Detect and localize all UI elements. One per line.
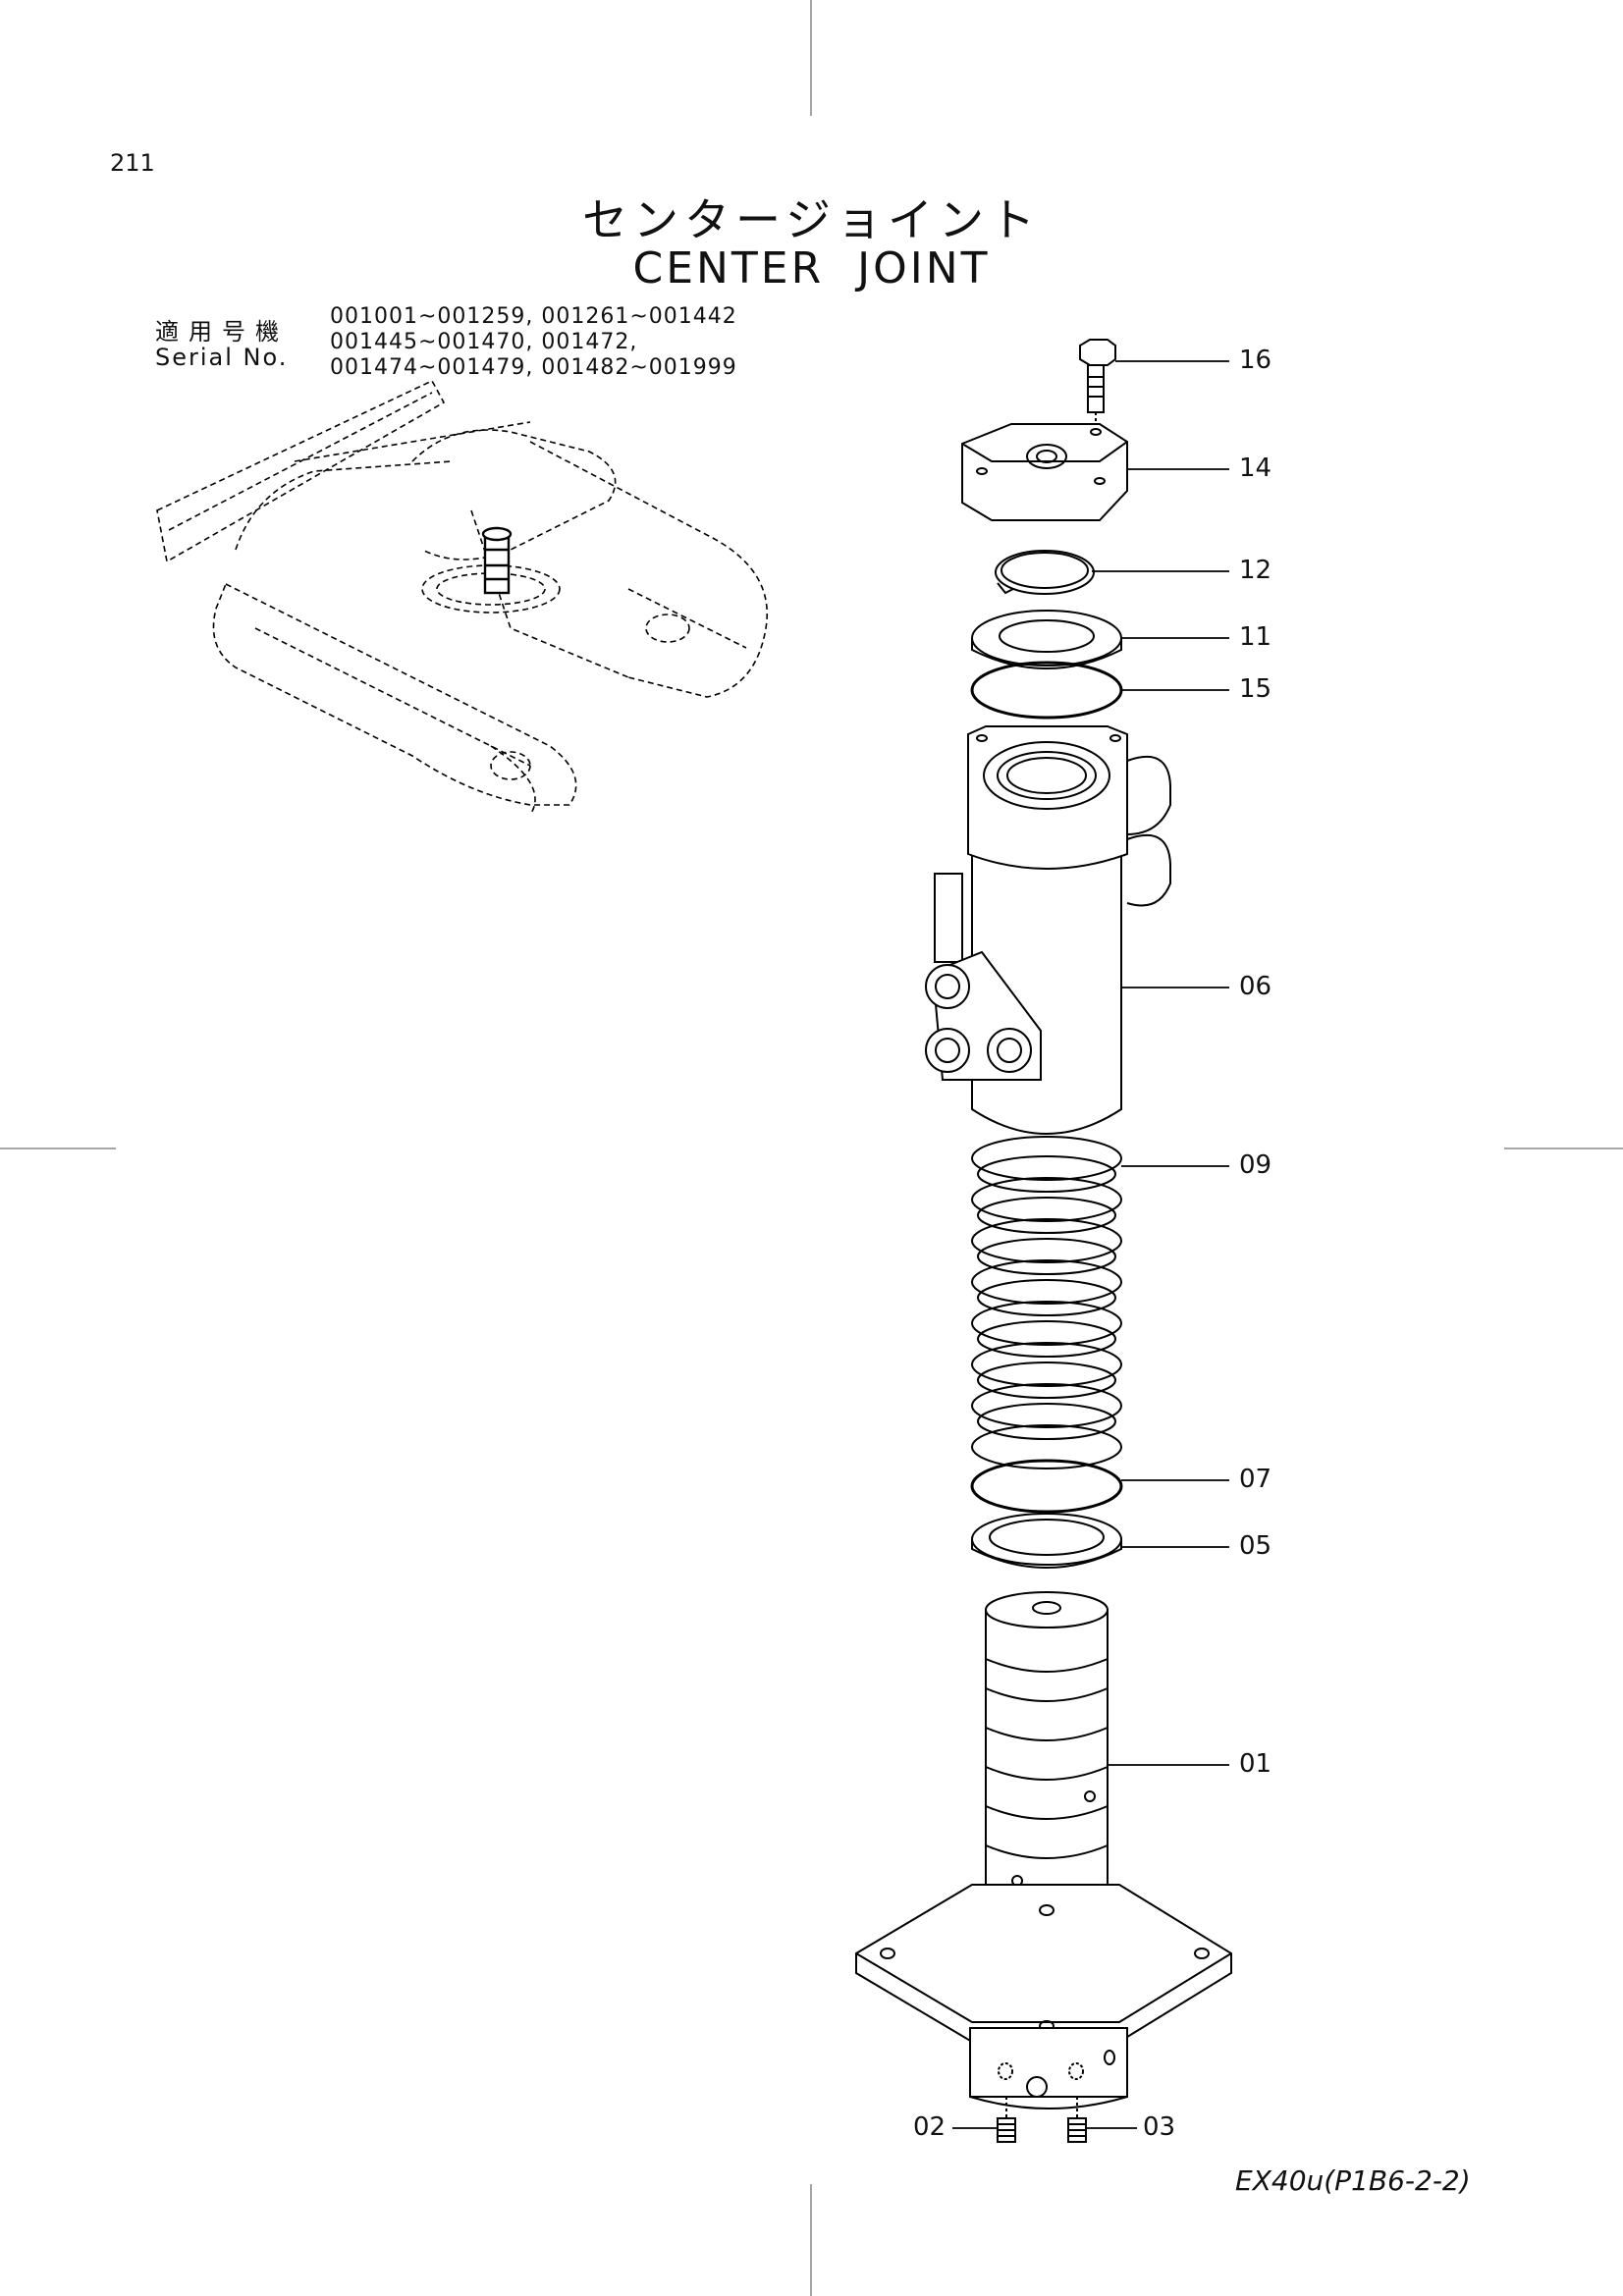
part-06-body — [925, 725, 1171, 1135]
callout-06: 06 — [1239, 972, 1272, 1001]
callout-15: 15 — [1239, 674, 1272, 704]
callout-03: 03 — [1143, 2112, 1176, 2142]
part-02-plug — [997, 2097, 1016, 2143]
serial-label-jp: 適用号機 — [155, 318, 289, 346]
callout-14: 14 — [1239, 454, 1272, 483]
serial-range-3: 001474~001479, 001482~001999 — [330, 355, 737, 380]
callout-16: 16 — [1239, 346, 1272, 375]
callout-09: 09 — [1239, 1150, 1272, 1180]
part-01-shaft — [855, 1591, 1232, 2109]
callout-01: 01 — [1239, 1749, 1272, 1779]
leader-lines — [952, 360, 1229, 2129]
part-09-seal-stack — [971, 1136, 1122, 1469]
model-code: EX40u(P1B6-2-2) — [1235, 2164, 1471, 2197]
callout-11: 11 — [1239, 622, 1272, 652]
part-16-bolt — [1079, 339, 1116, 428]
callout-12: 12 — [1239, 556, 1272, 585]
title-japanese: センタージョイント — [581, 193, 1042, 246]
serial-range-2: 001445~001470, 001472, — [330, 330, 638, 354]
machine-center-joint-highlight — [481, 526, 513, 595]
part-15-o-ring — [970, 661, 1123, 720]
serial-range-1: 001001~001259, 001261~001442 — [330, 304, 737, 329]
serial-label-en: Serial No. — [155, 344, 289, 371]
title-english: CENTER JOINT — [632, 243, 991, 294]
page-number: 211 — [110, 149, 155, 177]
part-14-cover — [961, 423, 1128, 521]
part-07-o-ring — [970, 1459, 1123, 1514]
part-05-ring — [971, 1513, 1122, 1569]
machine-overview — [156, 379, 768, 816]
callout-07: 07 — [1239, 1465, 1272, 1494]
part-03-plug — [1067, 2097, 1087, 2143]
part-11-ring — [971, 610, 1122, 669]
part-12-snap-ring — [995, 550, 1095, 595]
callout-02: 02 — [913, 2112, 947, 2142]
callout-05: 05 — [1239, 1531, 1272, 1561]
